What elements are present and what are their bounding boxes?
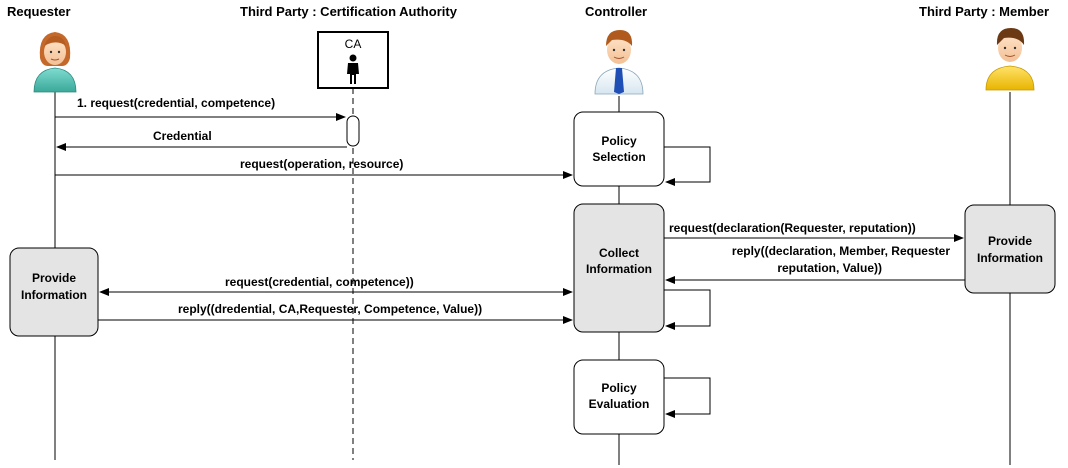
female-person-icon — [33, 32, 77, 93]
requester-provide-information-line1: Provide — [32, 271, 76, 285]
participant-controller-label: Controller — [585, 4, 647, 19]
policy-selection-line1: Policy — [601, 134, 637, 148]
participant-ca-label: Third Party : Certification Authority — [240, 4, 458, 19]
message-5-label-line1: reply((declaration, Member, Requester — [732, 244, 950, 258]
member-provide-information-line2: Information — [977, 251, 1043, 265]
requester-provide-information-activation: Provide Information — [9, 247, 99, 337]
businessman-icon — [594, 30, 644, 95]
policy-selection-self-arrow — [664, 146, 711, 186]
collect-information-line1: Collect — [599, 246, 639, 260]
policy-evaluation-line1: Policy — [601, 381, 637, 395]
message-1-label: 1. request(credential, competence) — [77, 96, 275, 110]
male-person-icon — [985, 28, 1035, 91]
requester-provide-information-line2: Information — [21, 288, 87, 302]
ca-icon-label: CA — [345, 37, 362, 51]
message-7-label: reply((dredential, CA,Requester, Compete… — [178, 302, 482, 316]
collect-information-self-arrow — [664, 289, 711, 330]
policy-evaluation-activation: Policy Evaluation — [573, 359, 665, 435]
policy-selection-line2: Selection — [592, 150, 645, 164]
policy-evaluation-line2: Evaluation — [589, 397, 650, 411]
certificate-authority-person-icon: CA — [317, 31, 389, 89]
message-5-label-line2: reputation, Value)) — [777, 261, 882, 275]
member-provide-information-activation: Provide Information — [964, 204, 1056, 294]
message-6-label: request(credential, competence)) — [225, 275, 414, 289]
member-provide-information-line1: Provide — [988, 234, 1032, 248]
collect-information-activation: Collect Information — [573, 203, 665, 333]
policy-selection-activation: Policy Selection — [573, 111, 665, 187]
participant-requester-label: Requester — [7, 4, 71, 19]
message-2-label: Credential — [153, 129, 212, 143]
participant-member-label: Third Party : Member — [919, 4, 1049, 19]
ca-activation-bar — [346, 115, 360, 147]
message-4-label: request(declaration(Requester, reputatio… — [669, 221, 916, 235]
policy-evaluation-self-arrow — [664, 377, 711, 418]
collect-information-line2: Information — [586, 262, 652, 276]
message-3-label: request(operation, resource) — [240, 157, 403, 171]
